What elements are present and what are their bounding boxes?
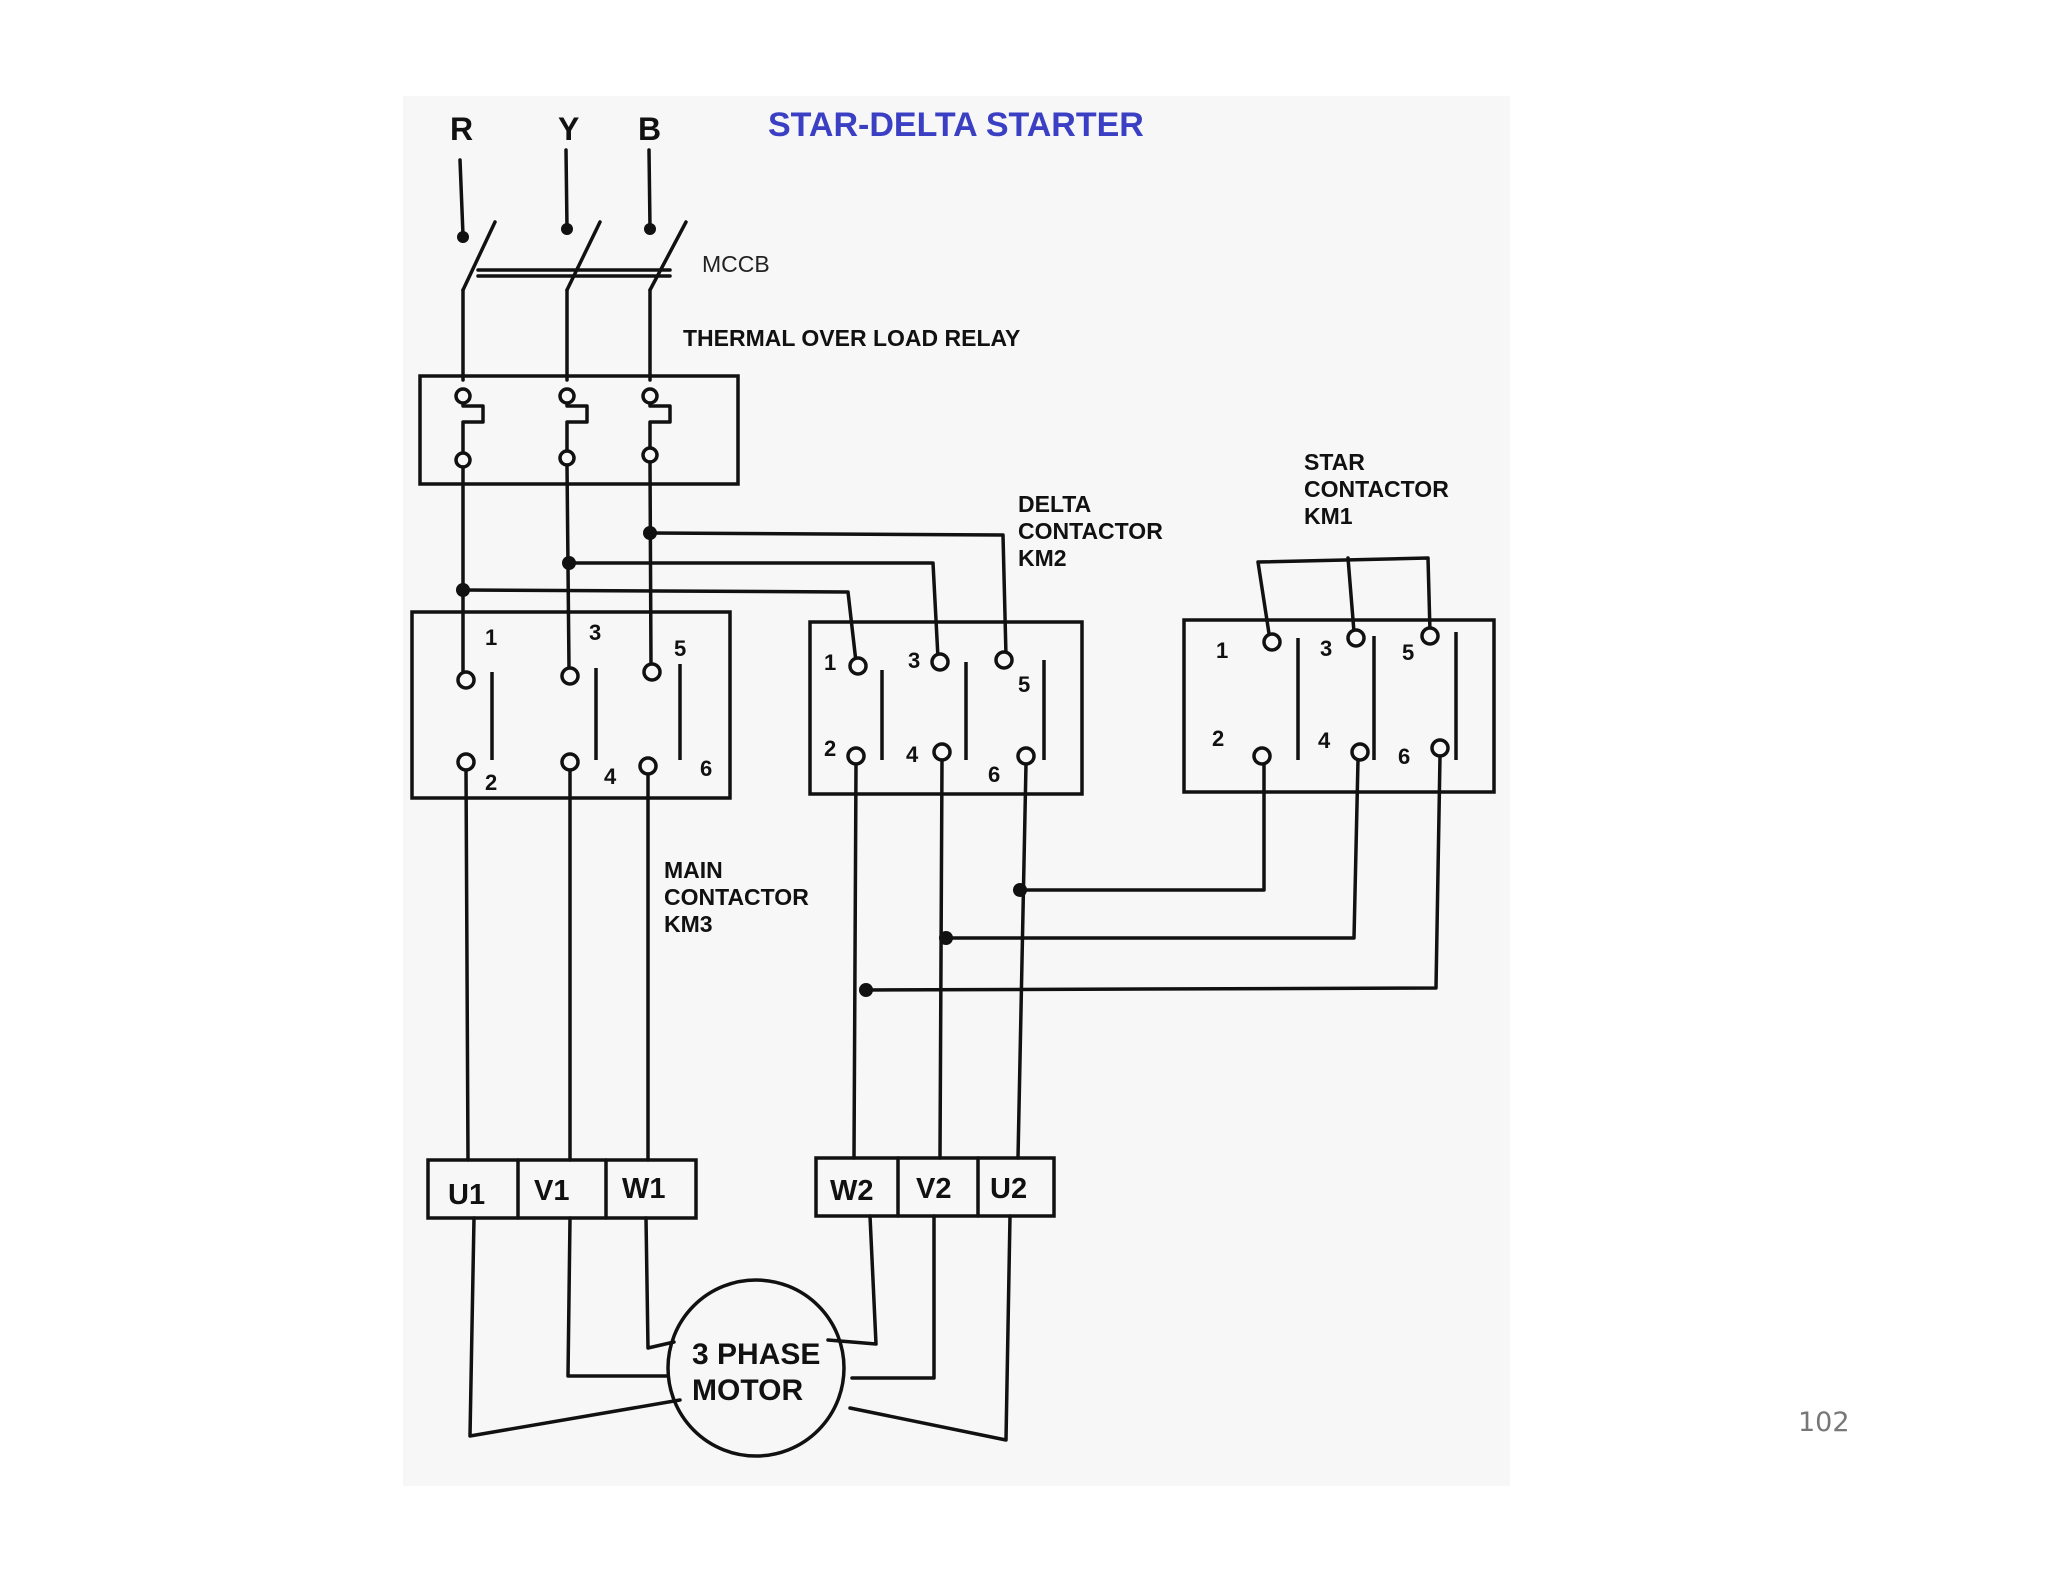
km2-pin-5: 5: [1018, 672, 1030, 697]
km1-pin-3: 3: [1320, 636, 1332, 661]
km1-pin-4: 4: [1318, 728, 1331, 753]
terminal-u2: U2: [990, 1173, 1027, 1205]
km2-pin-4: 4: [906, 742, 919, 767]
km1-pin-5: 5: [1402, 640, 1414, 665]
terminal-v1: V1: [534, 1175, 569, 1207]
km3-label-line1: MAIN: [664, 857, 723, 883]
star-contactor-km1: [1182, 556, 1496, 794]
main-contactor-km3: [410, 610, 732, 800]
km1-pin-6: 6: [1398, 744, 1410, 769]
km1-label-line3: KM1: [1304, 503, 1353, 529]
motor-circle: [666, 1278, 846, 1458]
main-to-motor-wires: [464, 768, 650, 1162]
phase-label-r: R: [450, 111, 473, 147]
km3-pin-1: 1: [485, 625, 497, 650]
diagram-title: STAR-DELTA STARTER: [768, 106, 1144, 144]
terminal-u1: U1: [448, 1179, 485, 1211]
km1-label-line1: STAR: [1304, 449, 1365, 475]
km2-label-line2: CONTACTOR: [1018, 518, 1163, 544]
mccb-label: MCCB: [702, 251, 770, 277]
km2-pin-3: 3: [908, 648, 920, 673]
delta-star-link-wires: [852, 754, 1442, 1160]
motor-wires: [468, 1214, 1012, 1442]
motor-label-line1: 3 PHASE: [692, 1338, 820, 1371]
km2-label-line1: DELTA: [1018, 491, 1091, 517]
overload-relay-label: THERMAL OVER LOAD RELAY: [683, 325, 1020, 351]
relay-output-wires: [456, 460, 1008, 674]
delta-contactor-km2: [808, 620, 1084, 796]
km1-pin-2: 2: [1212, 726, 1224, 751]
km2-pin-2: 2: [824, 736, 836, 761]
terminal-w2: W2: [830, 1175, 874, 1207]
km3-pin-5: 5: [674, 636, 686, 661]
km1-pin-1: 1: [1216, 638, 1228, 663]
km2-label-line3: KM2: [1018, 545, 1067, 571]
motor-label-line2: MOTOR: [692, 1374, 803, 1407]
phase-label-y: Y: [558, 111, 579, 147]
terminal-block-left: [426, 1158, 698, 1220]
slide-number: 102: [1798, 1407, 1850, 1438]
mccb-switch: [461, 220, 688, 382]
phase-label-b: B: [638, 111, 661, 147]
km1-label-line2: CONTACTOR: [1304, 476, 1449, 502]
km2-pin-6: 6: [988, 762, 1000, 787]
km3-label-line2: CONTACTOR: [664, 884, 809, 910]
km3-pin-4: 4: [604, 764, 617, 789]
supply-lines: [457, 148, 656, 243]
terminal-v2: V2: [916, 1173, 951, 1205]
km3-label-line3: KM3: [664, 911, 713, 937]
km3-pin-6: 6: [700, 756, 712, 781]
km3-pin-3: 3: [589, 620, 601, 645]
thermal-overload-relay: [418, 374, 740, 486]
km2-pin-1: 1: [824, 650, 836, 675]
terminal-w1: W1: [622, 1173, 666, 1205]
km3-pin-2: 2: [485, 770, 497, 795]
